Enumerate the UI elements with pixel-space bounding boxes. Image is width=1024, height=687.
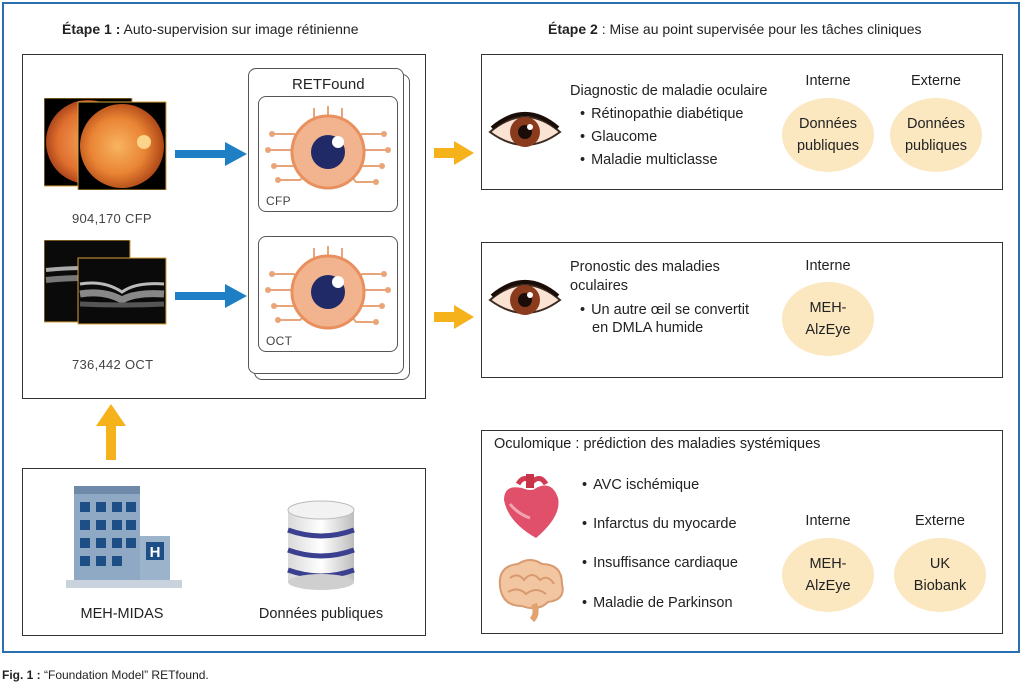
- task2-item-1-cont: en DMLA humide: [592, 320, 704, 336]
- task1-title: Diagnostic de maladie oculaire: [570, 83, 768, 99]
- figure-frame: [2, 2, 1020, 653]
- orange-arrow-task1: [434, 141, 474, 165]
- task2-title-line2: oculaires: [570, 278, 629, 294]
- task3-internal-pill: MEH-AlzEye: [782, 538, 874, 612]
- eye-icon: [488, 112, 562, 147]
- fundus-image: [44, 98, 167, 190]
- task1-external-label: Externe: [911, 73, 961, 89]
- cfp-tag: CFP: [266, 194, 291, 208]
- task2-item-1: Un autre œil se convertit: [580, 299, 749, 321]
- public-data-label: Données publiques: [258, 606, 384, 622]
- task1-internal-label: Interne: [805, 73, 851, 89]
- retfound-eye-icon-oct: [265, 246, 391, 330]
- orange-arrow-up: [96, 404, 126, 460]
- svg-text:H: H: [150, 544, 161, 561]
- heart-icon: [504, 474, 559, 538]
- figure-caption: Fig. 1 : “Foundation Model” RETfound.: [2, 668, 209, 682]
- task3-title: Oculomique : prédiction des maladies sys…: [494, 436, 821, 452]
- task2-title-line1: Pronostic des maladies: [570, 259, 720, 275]
- task1-item-1: Rétinopathie diabétique: [580, 103, 743, 125]
- hospital-label: MEH-MIDAS: [80, 606, 164, 622]
- task3-item-1: AVC ischémique: [582, 474, 699, 496]
- retfound-eye-icon: [265, 106, 391, 190]
- task3-external-label: Externe: [915, 513, 965, 529]
- hospital-icon: H: [66, 486, 182, 588]
- oct-image: [44, 240, 167, 325]
- eye-icon-2: [488, 280, 562, 315]
- step2-heading: Étape 2 : Mise au point supervisée pour …: [548, 21, 922, 37]
- task3-internal-label: Interne: [805, 513, 851, 529]
- blue-arrow-oct: [175, 284, 247, 308]
- task3-item-2: Infarctus du myocarde: [582, 513, 736, 535]
- orange-arrow-task2: [434, 305, 474, 329]
- task1-item-2: Glaucome: [580, 126, 657, 148]
- retfound-title: RETFound: [292, 76, 365, 93]
- database-icon: [287, 500, 355, 590]
- blue-arrow-cfp: [175, 142, 247, 166]
- task1-item-3: Maladie multiclasse: [580, 149, 718, 171]
- brain-icon: [498, 559, 564, 622]
- task2-internal-label: Interne: [805, 258, 851, 274]
- task3-item-4: Maladie de Parkinson: [582, 592, 732, 614]
- task3-item-3: Insuffisance cardiaque: [582, 552, 738, 574]
- task2-internal-pill: MEH-AlzEye: [782, 282, 874, 356]
- oct-tag: OCT: [266, 334, 293, 348]
- oct-count-label: 736,442 OCT: [72, 357, 154, 372]
- step1-heading: Étape 1 : Auto-supervision sur image rét…: [62, 21, 359, 37]
- cfp-count-label: 904,170 CFP: [72, 211, 152, 226]
